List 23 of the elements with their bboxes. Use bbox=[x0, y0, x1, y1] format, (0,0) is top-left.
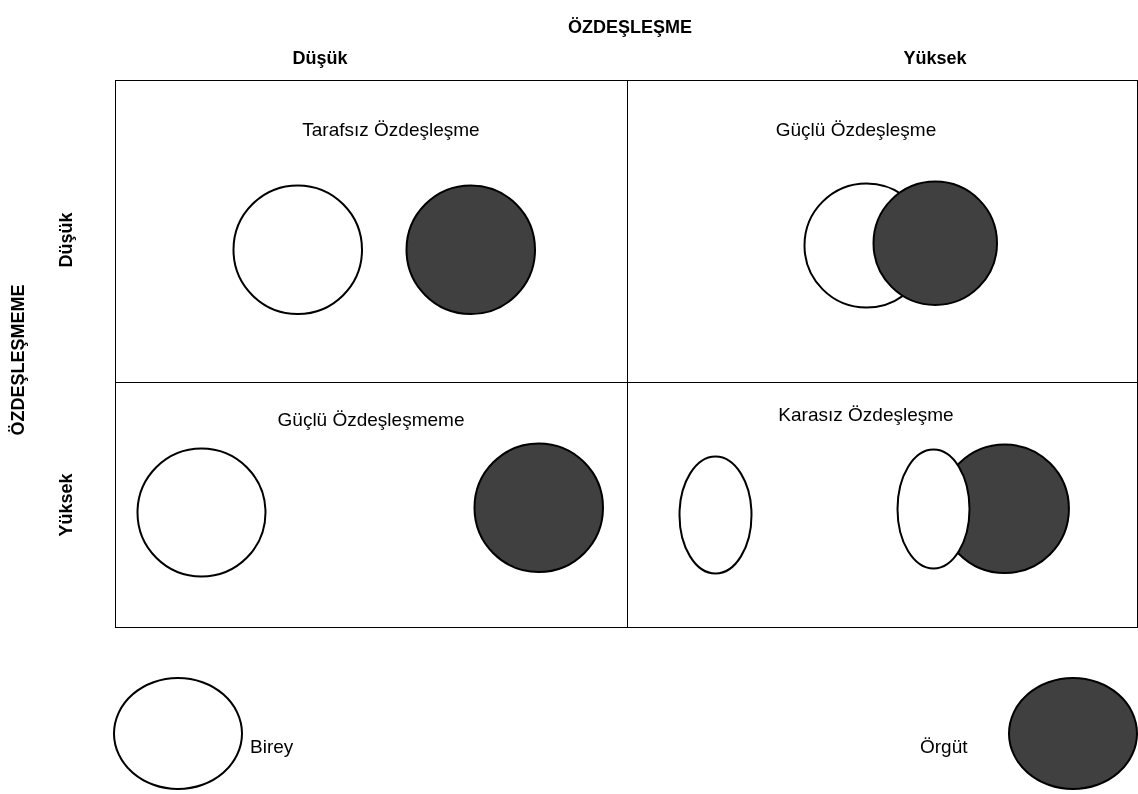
quadrant-cell bbox=[115, 382, 628, 628]
axis-title: ÖZDEŞLEŞMEME bbox=[7, 284, 29, 436]
quadrant-title: Güçlü Özdeşleşmeme bbox=[277, 409, 465, 431]
quadrant-cell bbox=[627, 80, 1138, 383]
quadrant-cell bbox=[627, 382, 1138, 628]
circle bbox=[473, 441, 605, 574]
axis-title: ÖZDEŞLEŞME bbox=[568, 16, 692, 38]
circle bbox=[232, 183, 364, 316]
axis-level-label: Yüksek bbox=[55, 473, 77, 537]
ellipse bbox=[895, 447, 971, 570]
quadrant-title: Güçlü Özdeşleşme bbox=[775, 119, 937, 141]
quadrant-title: Tarafsız Özdeşleşme bbox=[302, 119, 480, 141]
circle bbox=[871, 180, 999, 307]
axis-level-label: Yüksek bbox=[903, 47, 967, 69]
quadrant-title: Karasız Özdeşleşme bbox=[778, 404, 954, 426]
ellipse bbox=[677, 454, 753, 575]
axis-level-label: Düşük bbox=[292, 47, 348, 69]
circle bbox=[136, 447, 267, 578]
legend-label: Birey bbox=[250, 736, 294, 758]
axis-level-label: Düşük bbox=[55, 212, 77, 268]
quadrant-cell bbox=[115, 80, 628, 383]
circle bbox=[405, 183, 537, 316]
legend-label: Örgüt bbox=[920, 736, 968, 758]
